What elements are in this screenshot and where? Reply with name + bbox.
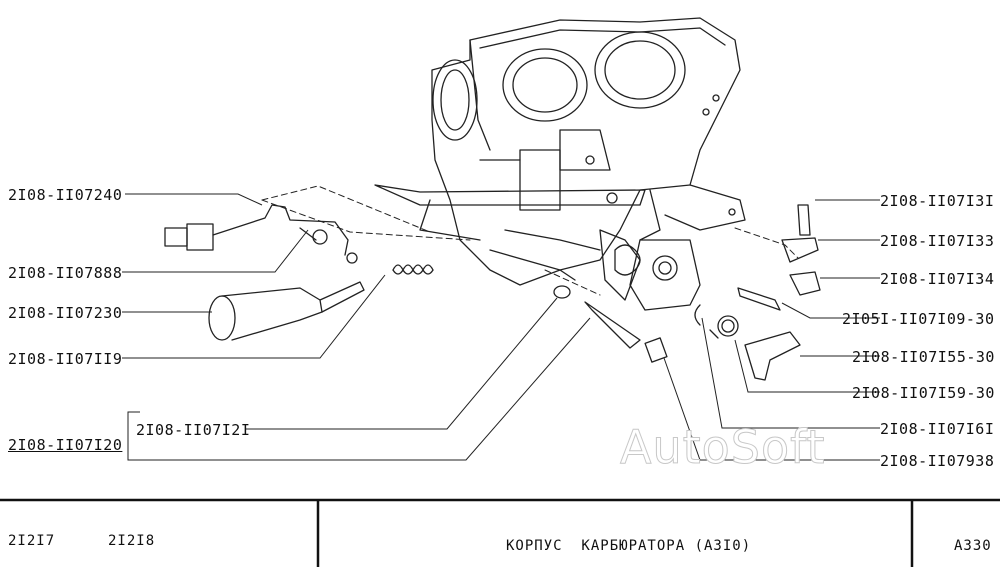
part-label-2I08-II07I20: 2I08-II07I20	[8, 436, 123, 454]
model-code-2: 2I2I8	[108, 533, 156, 549]
leader-lines	[122, 193, 880, 461]
mixture-screw	[584, 301, 641, 349]
bushing	[644, 337, 668, 363]
title-block-frame	[0, 498, 1000, 567]
part-label-2I05I-II07I09-30: 2I05I-II07I09-30	[842, 310, 995, 328]
part-label-2I08-II07I55-30: 2I08-II07I55-30	[852, 348, 995, 366]
clip	[789, 271, 821, 296]
throttle-shaft	[374, 184, 646, 241]
part-label-2I08-II07I33: 2I08-II07I33	[880, 232, 995, 250]
adjust-screw-small	[797, 204, 811, 236]
drawing-title: КОРПУС КАРБЮРАТОРА (А3I0)	[506, 538, 752, 554]
assembly-guide-lines	[261, 185, 799, 296]
part-label-2I08-II07I3I: 2I08-II07I3I	[880, 192, 995, 210]
circlip	[694, 304, 701, 326]
return-spring	[709, 315, 739, 339]
washer	[553, 285, 571, 299]
part-label-2I08-II07I2I: 2I08-II07I2I	[136, 421, 251, 439]
adjustment-screw-long	[208, 281, 365, 341]
idle-cutoff-wire	[164, 204, 358, 264]
part-label-2I08-II07938: 2I08-II07938	[880, 452, 995, 470]
model-code-1: 2I2I7	[8, 533, 56, 549]
spring	[392, 264, 434, 275]
part-label-2I08-II07230: 2I08-II07230	[8, 304, 123, 322]
part-label-2I08-II07888: 2I08-II07888	[8, 264, 123, 282]
part-label-2I08-II07I59-30: 2I08-II07I59-30	[852, 384, 995, 402]
stop-screw	[737, 287, 781, 311]
small-screw	[299, 227, 328, 245]
part-label-2I08-II07II9: 2I08-II07II9	[8, 350, 123, 368]
part-label-2I08-II07I6I: 2I08-II07I6I	[880, 420, 995, 438]
part-label-2I08-II07I34: 2I08-II07I34	[880, 270, 995, 288]
watermark: AutoSoft	[620, 420, 826, 475]
throttle-linkage	[599, 189, 701, 311]
part-label-2I08-II07240: 2I08-II07240	[8, 186, 123, 204]
lever	[744, 331, 801, 381]
bracket	[781, 237, 819, 263]
sheet-number: А330	[954, 538, 992, 554]
carburetor-body	[431, 17, 746, 286]
